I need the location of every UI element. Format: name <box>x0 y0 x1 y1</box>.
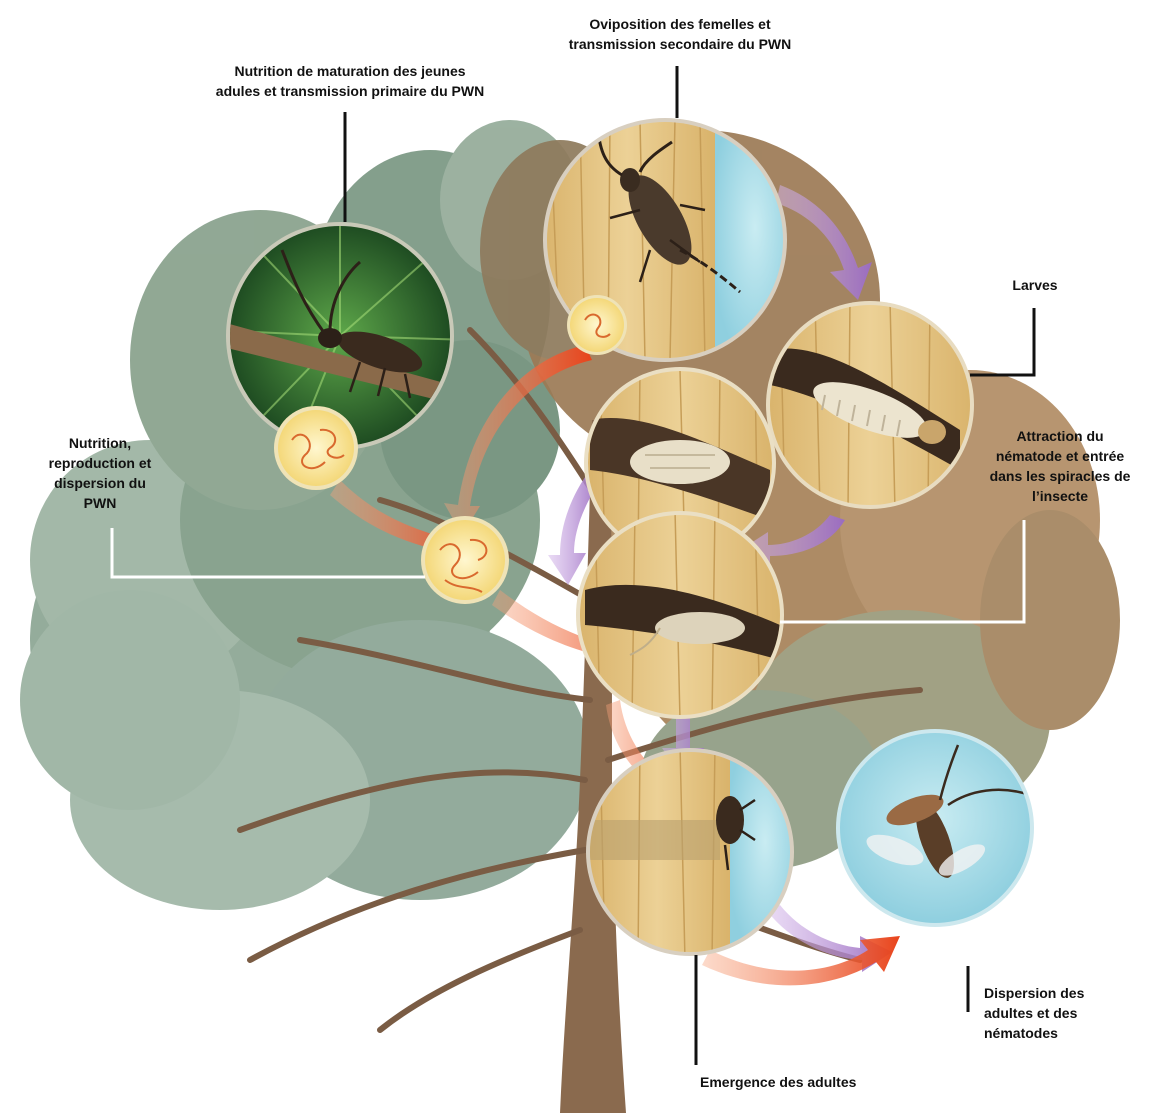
label-dispersal: Dispersion des adultes et des nématodes <box>984 983 1134 1043</box>
pupa <box>630 440 730 484</box>
label-attraction: Attraction du nématode et entrée dans le… <box>970 426 1150 506</box>
dispersal-circle <box>836 729 1034 927</box>
label-nematode-feeding: Nutrition, reproduction et dispersion du… <box>25 433 175 513</box>
nematode-circle-small <box>274 406 358 490</box>
larvae-circle <box>765 300 975 510</box>
label-oviposition: Oviposition des femelles et transmission… <box>540 14 820 54</box>
leader-larvae <box>970 308 1034 375</box>
nematode-circle-oviposition <box>567 295 627 355</box>
label-larvae: Larves <box>1000 275 1070 295</box>
adult-in-pupal-chamber-circle <box>575 510 785 720</box>
nematode-circle-mid <box>421 516 509 604</box>
label-emergence: Emergence des adultes <box>700 1072 900 1092</box>
label-maturation-feeding: Nutrition de maturation des jeunes adule… <box>190 61 510 101</box>
